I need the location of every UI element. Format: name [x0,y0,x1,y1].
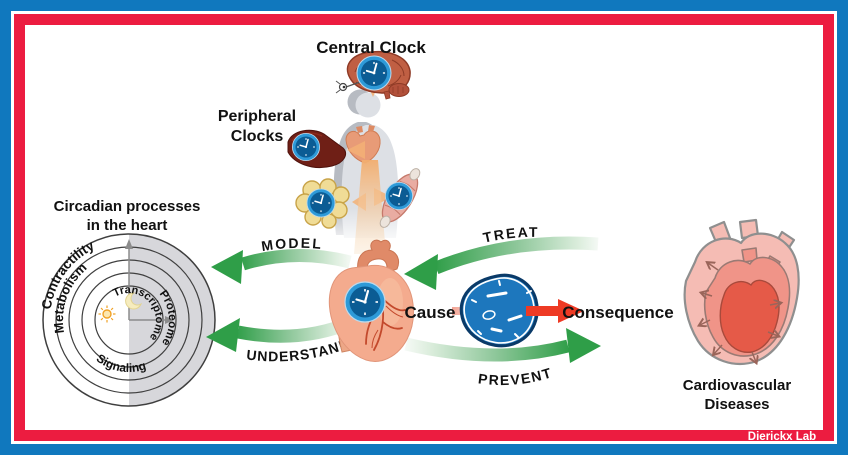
cardiovascular-label-line1: Cardiovascular [683,377,792,394]
consequence-arrow [526,299,584,323]
adipose-clock-icon [306,188,336,218]
liver-clock-icon [291,132,321,162]
skeletal-muscle-icon [379,168,421,228]
sun-icon [98,305,116,323]
beam-to-heart [354,160,386,254]
cardiovascular-label-line2: Diseases [704,396,769,413]
distorted-clock-icon [459,273,539,348]
circadian-title-line1: Circadian processes [54,198,201,215]
eye-icon [335,80,361,94]
model-arrow [211,248,352,284]
circadian-rings-diagram: Contractility Metabolism Signaling Prote… [39,233,216,407]
dilation-arrows [700,263,780,362]
dilated-heart-icon [683,218,800,364]
brain-icon [335,50,411,100]
moon-icon [125,292,143,310]
adipose-tissue-icon [295,178,350,229]
treat-arrow [404,236,599,290]
beam-to-liver [347,141,365,159]
heart-icon [328,239,414,362]
axis-arrowhead-up [125,239,133,249]
circadian-title-line2: in the heart [87,217,168,234]
brain-clock-icon [356,55,392,91]
cause-label: Cause [404,303,455,322]
lab-credit: Dierickx Lab [748,431,816,443]
prevent-arrow-label: PREVENT [477,364,554,388]
consequence-label: Consequence [562,303,673,322]
heart-clock-icon [343,280,387,324]
peripheral-clocks-label-line1: Peripheral [218,108,296,125]
central-clock-label: Central Clock [316,38,426,57]
liver-icon [287,129,346,168]
peripheral-clocks-label-line2: Clocks [231,128,284,145]
axis-arrowhead-right [165,316,174,324]
muscle-clock-icon [384,181,414,211]
model-arrow-label: MODEL [260,235,323,254]
prevent-arrow [404,328,601,363]
